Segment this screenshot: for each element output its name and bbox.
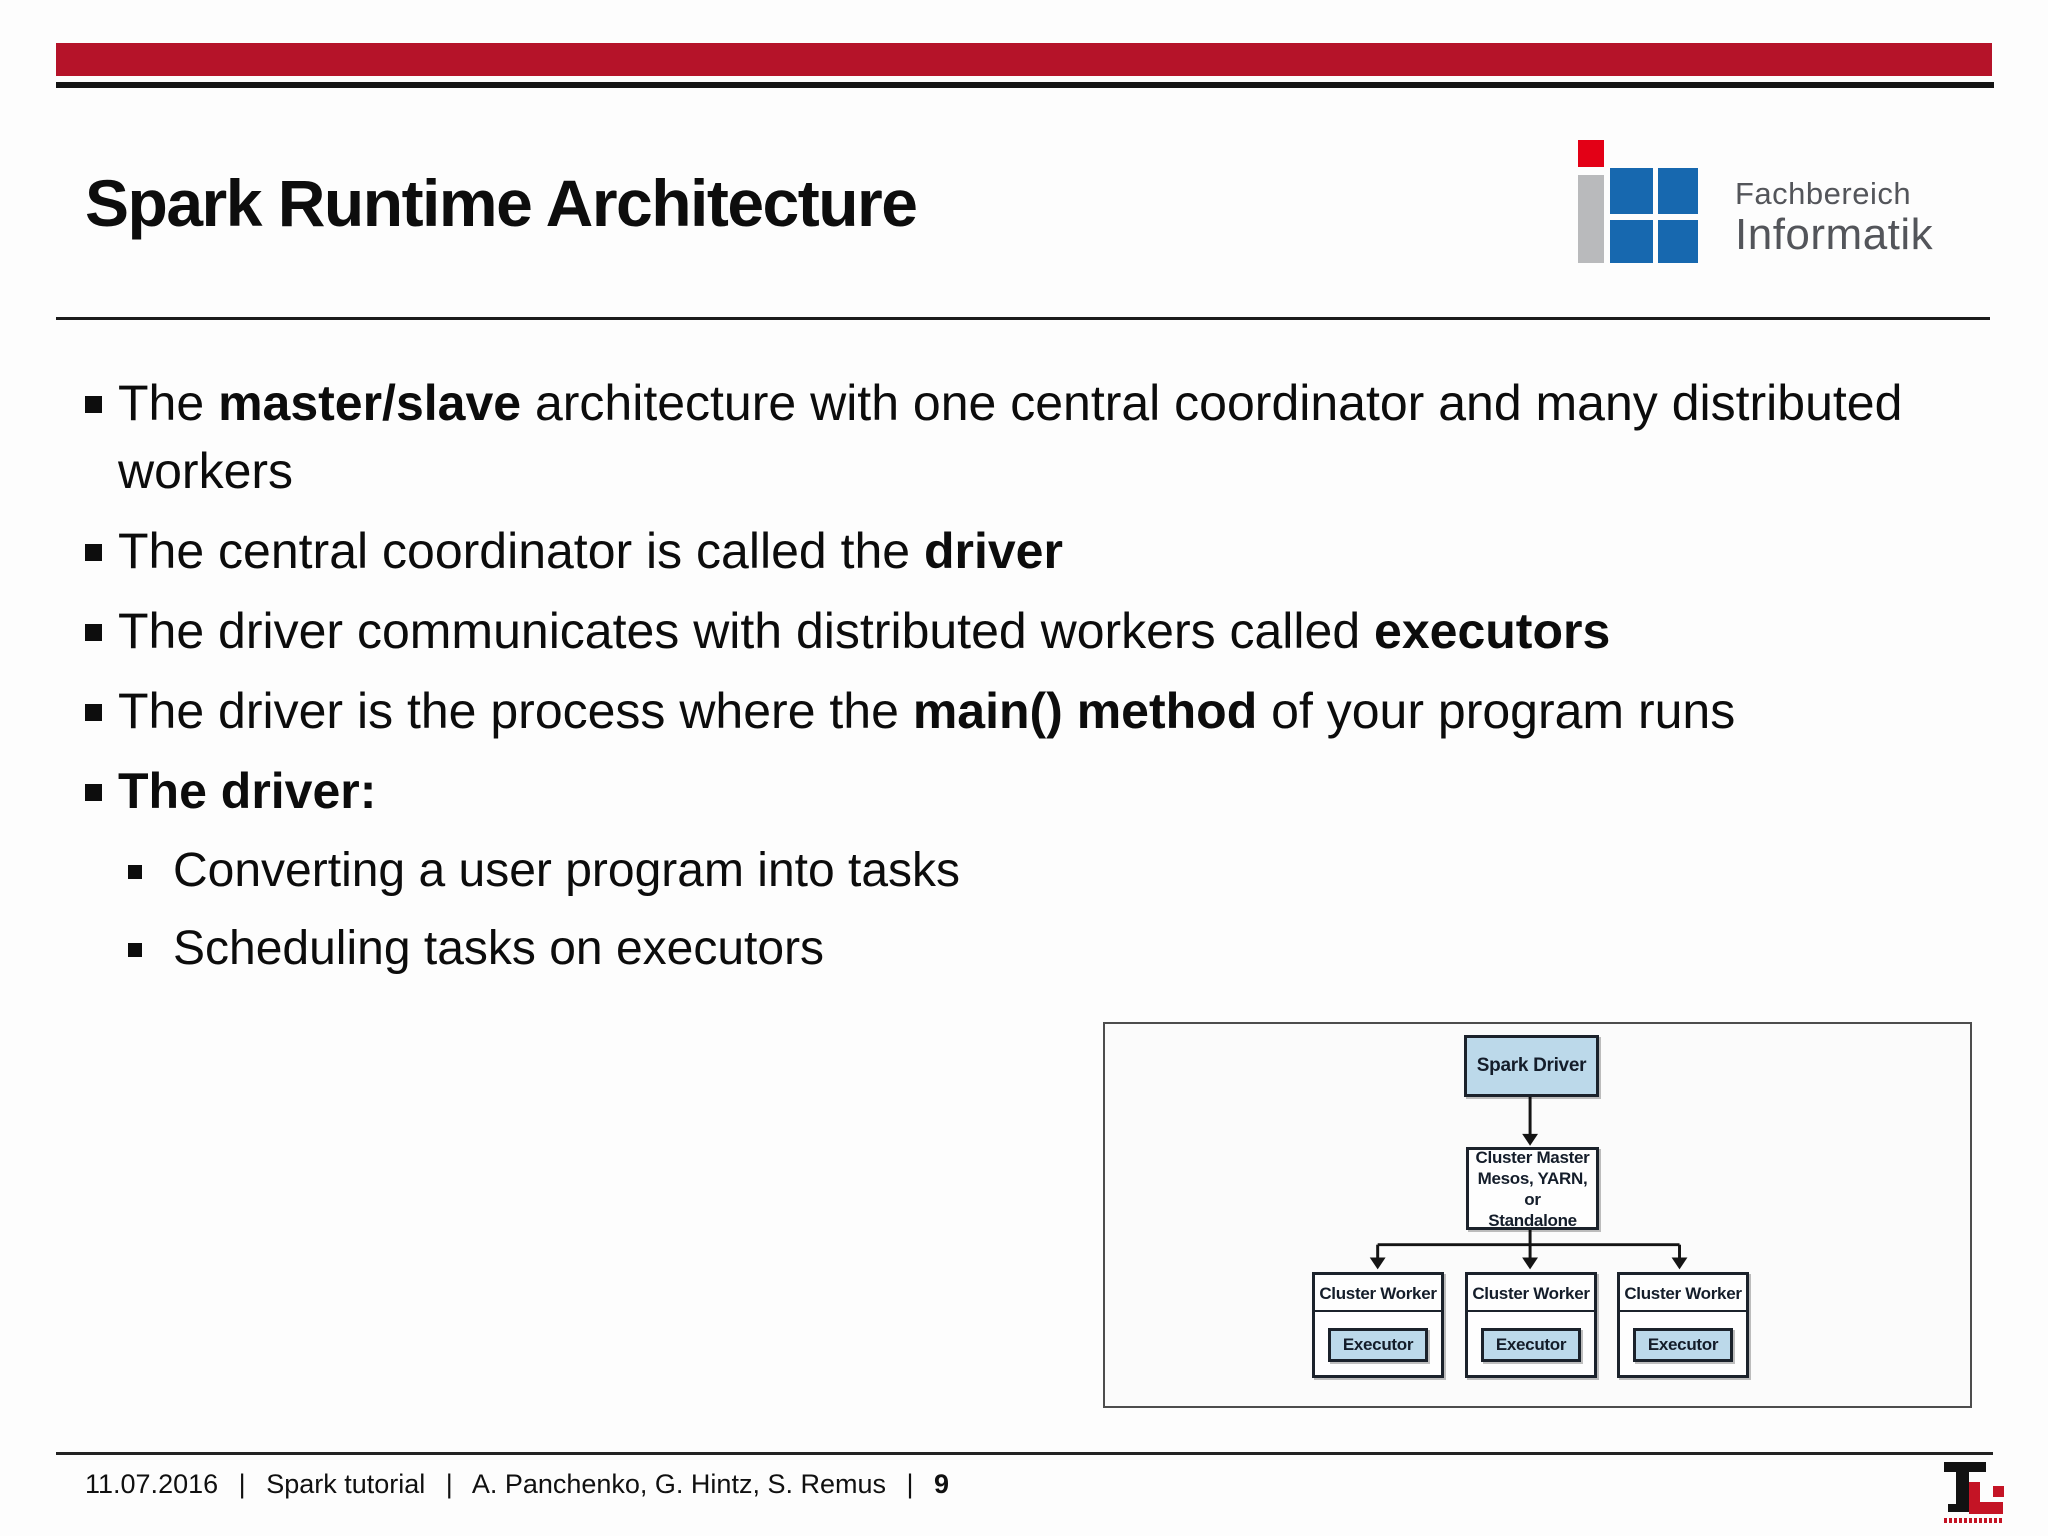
bullet-item: The driver communicates with distributed… (85, 597, 1970, 665)
logo-text: Fachbereich Informatik (1735, 178, 1933, 257)
logo-blue-square (1658, 168, 1698, 214)
bullet-square-icon (85, 624, 102, 641)
sub-bullet-item: Converting a user program into tasks (128, 839, 1970, 903)
cluster-master-node: Cluster Master Mesos, YARN, or Standalon… (1466, 1147, 1599, 1230)
spark-driver-node: Spark Driver (1464, 1035, 1599, 1097)
executor-node: Executor (1328, 1328, 1428, 1362)
logo-blue-square (1610, 220, 1653, 263)
cluster-worker-label: Cluster Worker (1468, 1275, 1594, 1312)
lt-logo-red-text-strip (1944, 1518, 2004, 1523)
footer-tutorial: Spark tutorial (266, 1469, 426, 1499)
lt-logo-black-foot (1948, 1504, 1977, 1512)
logo-text-line1: Fachbereich (1735, 176, 1912, 211)
page-title: Spark Runtime Architecture (85, 166, 918, 240)
lt-logo-red-foot (1969, 1502, 2003, 1514)
bullet-text: The central coordinator is called the dr… (118, 523, 1063, 579)
top-red-bar (56, 43, 1992, 76)
bullet-square-icon (85, 784, 102, 801)
footer-separator: | (906, 1469, 914, 1499)
logo-gray-bar (1578, 175, 1604, 263)
bullet-text: Scheduling tasks on executors (173, 922, 825, 975)
connector-arrows (1369, 1096, 1688, 1270)
footer-separator: | (238, 1469, 246, 1499)
bullet-square-icon (128, 943, 142, 957)
master-line: Standalone (1488, 1210, 1577, 1230)
cluster-worker-label: Cluster Worker (1620, 1275, 1746, 1312)
fachbereich-informatik-logo: Fachbereich Informatik (1578, 140, 1998, 265)
logo-blue-square (1610, 168, 1653, 214)
cluster-worker-label: Cluster Worker (1315, 1275, 1441, 1312)
footer-separator-line (56, 1452, 1993, 1455)
bullet-square-icon (85, 544, 102, 561)
logo-blue-square (1658, 220, 1698, 263)
executor-node: Executor (1481, 1328, 1581, 1362)
logo-red-square (1578, 140, 1604, 167)
bullet-text: The driver: (118, 763, 377, 819)
title-separator-line (56, 317, 1990, 320)
bullet-text: The driver is the process where the main… (118, 683, 1736, 739)
bullet-item: The driver is the process where the main… (85, 677, 1970, 745)
logo-text-line2: Informatik (1735, 210, 1934, 259)
executor-node: Executor (1633, 1328, 1733, 1362)
bullet-item: The driver: (85, 757, 1970, 825)
bullet-list: The master/slave architecture with one c… (85, 369, 1970, 993)
lt-logo-black-stem (1956, 1462, 1969, 1508)
footer: 11.07.2016 | Spark tutorial | A. Panchen… (85, 1469, 949, 1500)
bullet-square-icon (128, 865, 142, 879)
bullet-text: The driver communicates with distributed… (118, 603, 1611, 659)
footer-date: 11.07.2016 (85, 1469, 219, 1499)
footer-separator: | (445, 1469, 453, 1499)
footer-authors: A. Panchenko, G. Hintz, S. Remus (471, 1469, 886, 1499)
bullet-text: The master/slave architecture with one c… (118, 375, 1903, 499)
lt-logo-red-nub (1993, 1486, 2004, 1497)
sub-bullet-item: Scheduling tasks on executors (128, 917, 1970, 981)
bullet-square-icon (85, 704, 102, 721)
lt-logo (1938, 1460, 2008, 1524)
lt-logo-red-vertical (1969, 1482, 1980, 1514)
cluster-master-label: Cluster Master Mesos, YARN, or Standalon… (1469, 1147, 1596, 1231)
bullet-text: Converting a user program into tasks (173, 844, 961, 897)
master-line: Cluster Master (1475, 1147, 1590, 1167)
bullet-item: The master/slave architecture with one c… (85, 369, 1970, 505)
master-line: Mesos, YARN, or (1477, 1168, 1588, 1209)
spark-driver-label: Spark Driver (1476, 1055, 1587, 1076)
top-black-rule (56, 82, 1994, 88)
bullet-item: The central coordinator is called the dr… (85, 517, 1970, 585)
bullet-square-icon (85, 396, 102, 413)
spark-architecture-diagram: Spark Driver Cluster Master Mesos, YARN,… (1103, 1022, 1972, 1408)
footer-page-number: 9 (934, 1469, 950, 1499)
